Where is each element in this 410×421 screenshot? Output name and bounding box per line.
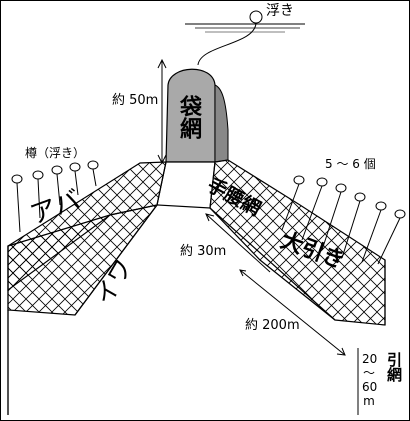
length-200-label: 約 200m [245, 318, 300, 333]
water-surface [185, 23, 305, 33]
count-floats-label: 5 ～ 6 個 [325, 157, 376, 171]
depth-unit: m [363, 394, 375, 408]
length-50-label: 約 50m [112, 93, 159, 108]
top-float-icon [249, 10, 263, 24]
float-label: 浮き [266, 3, 294, 19]
bag-net-side [214, 84, 229, 163]
float-rope [197, 22, 257, 66]
barrel-float-label: 樽（浮き） [25, 146, 86, 160]
length-50-arrow [157, 58, 167, 165]
depth-top: 20 [362, 352, 378, 366]
left-floats [11, 160, 99, 233]
hiki-ami-label: 引網 [385, 352, 403, 382]
length-30-arrow [205, 213, 271, 273]
length-200-arrow [239, 269, 346, 356]
depth-label: 20 ～ 60 m [362, 352, 378, 408]
length-30-label: 約 30m [180, 244, 227, 259]
depth-bottom: 60 [362, 380, 378, 394]
bag-net-label: 袋網 [176, 95, 201, 139]
funnel [156, 161, 216, 209]
right-floats [281, 175, 406, 265]
depth-tilde: ～ [362, 366, 375, 380]
